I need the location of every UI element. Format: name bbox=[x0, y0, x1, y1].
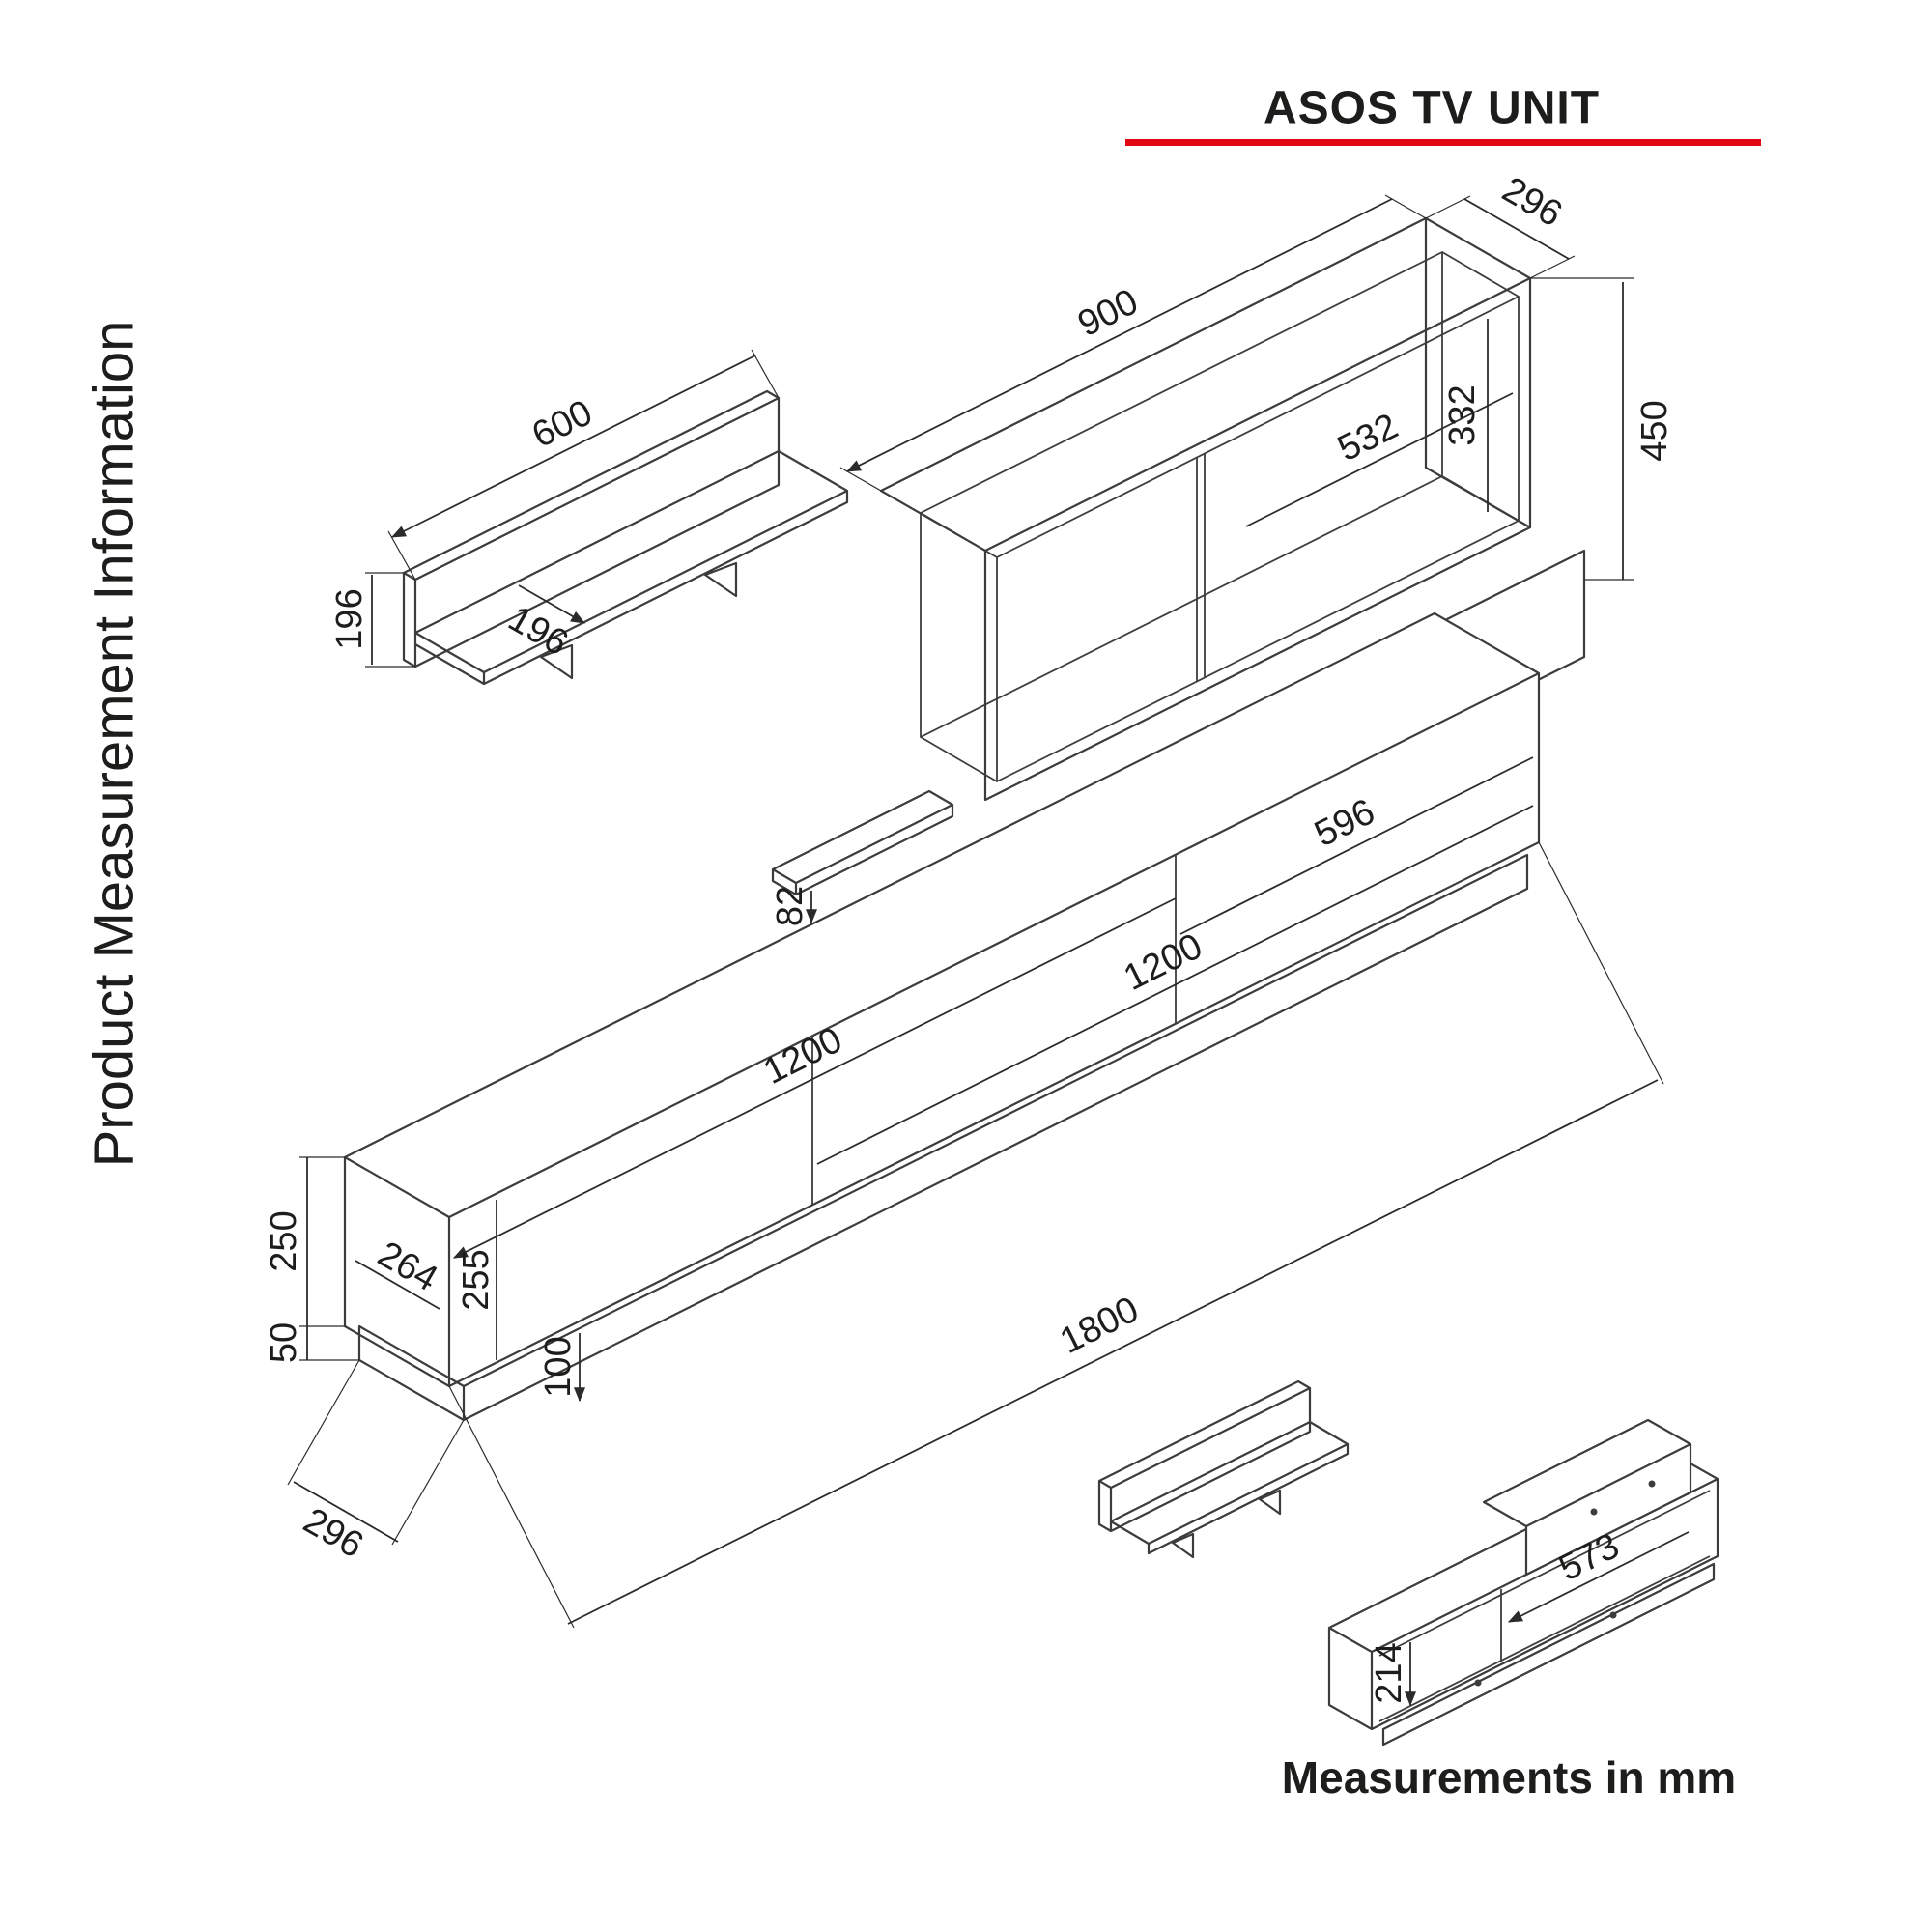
screw-dot bbox=[1474, 1679, 1482, 1687]
assembled-unit-top-box bbox=[1482, 1418, 1692, 1577]
dim-cabinet-inner-height: 332 bbox=[1442, 384, 1483, 445]
dim-stand-total-length: 1800 bbox=[1054, 1290, 1145, 1362]
dim-wall-shelf-height: 196 bbox=[329, 588, 370, 649]
cabinet-interior-lines bbox=[920, 251, 1520, 782]
dim-cabinet-gap: 82 bbox=[770, 886, 810, 926]
wall-cabinet-dimension-lines bbox=[811, 198, 1624, 923]
page-title: ASOS TV UNIT bbox=[1263, 82, 1601, 134]
units-note: Measurements in mm bbox=[1281, 1752, 1737, 1803]
dim-stand-plinth-height: 50 bbox=[264, 1322, 304, 1363]
dim-wall-shelf-length: 600 bbox=[526, 392, 598, 456]
dim-cabinet-depth: 296 bbox=[1495, 169, 1569, 235]
assembled-dimension-lines bbox=[1410, 1531, 1690, 1705]
dim-stand-body-height: 250 bbox=[264, 1210, 304, 1271]
wall-shelf-dimension-lines bbox=[371, 355, 756, 665]
tv-stand-extension-lines bbox=[287, 841, 1664, 1629]
dim-stand-door-height: 255 bbox=[456, 1249, 497, 1310]
wall-shelf-drawing bbox=[402, 389, 849, 686]
tv-stand-drawing bbox=[343, 611, 1541, 1422]
wall-shelf-outline bbox=[402, 389, 849, 686]
tv-stand-outline bbox=[343, 611, 1541, 1422]
title-underline bbox=[1125, 139, 1761, 146]
screw-dot bbox=[1648, 1480, 1656, 1488]
dim-assembled-niche-height: 214 bbox=[1369, 1642, 1409, 1703]
tv-stand-dimension-lines bbox=[293, 756, 1659, 1625]
dim-cabinet-length: 900 bbox=[1071, 281, 1144, 345]
screw-dot bbox=[1590, 1508, 1598, 1516]
dim-cabinet-overall-height: 450 bbox=[1634, 400, 1675, 461]
screw-dot bbox=[1609, 1611, 1617, 1619]
dim-stand-depth: 296 bbox=[297, 1500, 370, 1566]
tv-stand-door-seams bbox=[811, 855, 1177, 1205]
assembled-shelf bbox=[1097, 1379, 1350, 1559]
dim-stand-clearance: 100 bbox=[538, 1336, 579, 1397]
title-underline-bar bbox=[1125, 139, 1761, 146]
